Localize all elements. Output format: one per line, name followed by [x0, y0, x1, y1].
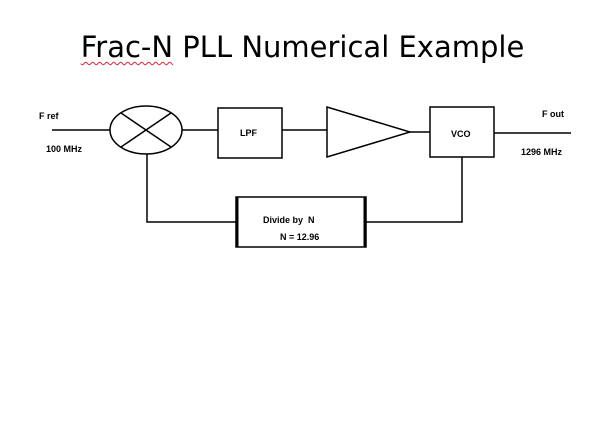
phase-detector-cross-2: [120, 112, 172, 148]
output-frequency: 1296 MHz: [521, 147, 563, 157]
input-label: F ref: [39, 111, 60, 121]
vco-label: VCO: [451, 129, 471, 139]
feedback-vco-line: [366, 157, 463, 223]
feedback-mixer-line: [146, 154, 236, 223]
title-prefix: Frac-N: [80, 30, 174, 64]
amplifier-triangle: [326, 105, 413, 159]
lpf-block: [217, 107, 283, 159]
title-rest: PLL Numerical Example: [173, 30, 525, 64]
lpf-label: LPF: [240, 128, 258, 138]
input-frequency: 100 MHz: [46, 144, 83, 154]
slide-title: Frac-N PLL Numerical Example: [0, 30, 605, 64]
divider-value: N = 12.96: [280, 232, 319, 242]
output-label: F out: [542, 109, 564, 119]
divider-title: Divide by N: [263, 215, 315, 225]
